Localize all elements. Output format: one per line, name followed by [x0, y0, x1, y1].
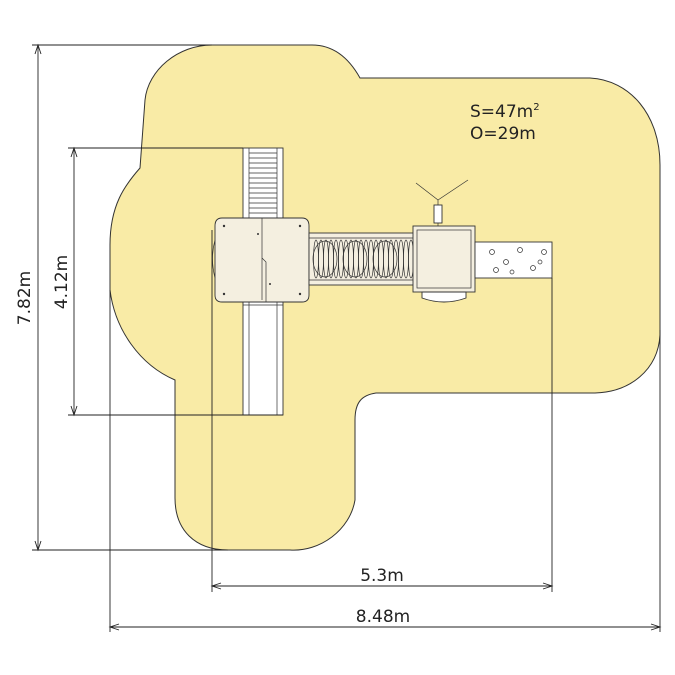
safety-zone	[109, 44, 661, 551]
ladder	[242, 147, 284, 219]
dim-label-inner-width: 5.3m	[360, 566, 404, 586]
dimension-inner-height: 4.12m	[52, 146, 283, 417]
dim-label-total-width: 8.48m	[356, 607, 410, 627]
dimension-inner-width: 5.3m	[210, 230, 554, 592]
second-tower	[412, 179, 476, 303]
dimension-total-height: 7.82m	[15, 43, 228, 552]
area-label: S=47m2	[470, 102, 540, 122]
dim-label-total-height: 7.82m	[15, 271, 35, 325]
dimension-total-width: 8.48m	[108, 290, 662, 632]
slide	[242, 299, 284, 416]
playground-equipment	[212, 147, 553, 416]
dim-label-inner-height: 4.12m	[52, 255, 72, 309]
climbing-wall	[474, 241, 553, 279]
perimeter-label: O=29m	[470, 124, 536, 144]
tower-platform	[212, 217, 310, 303]
bridge	[308, 232, 415, 286]
